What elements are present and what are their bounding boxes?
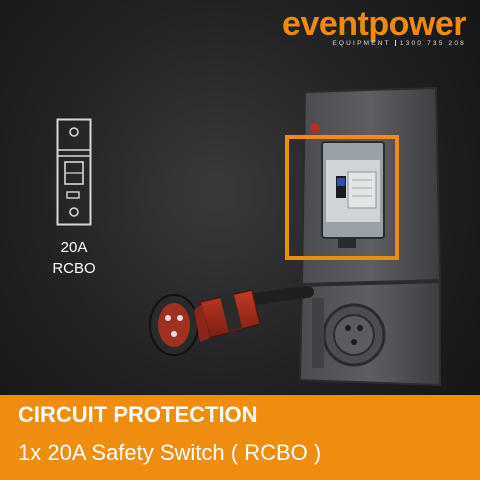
rcbo-breaker-icon [56,118,92,226]
brand-tagline-row: EQUIPMENT 1300 735 208 [332,40,466,47]
switch-enclosure [300,86,442,286]
breaker-type: RCBO [52,260,96,277]
banner-title: CIRCUIT PROTECTION [18,402,258,427]
brand-logo: eventpower EQUIPMENT 1300 735 208 [282,6,466,47]
highlight-frame [285,135,399,260]
banner-subtitle: 1x 20A Safety Switch ( RCBO ) [18,440,322,465]
brand-name: eventpower [282,5,466,43]
breaker-rating: 20A [60,239,88,256]
power-plug [149,286,314,356]
brand-tagline: EQUIPMENT [332,40,391,47]
tagline-divider [394,40,396,47]
brand-phone: 1300 735 208 [399,40,466,47]
product-image [149,86,442,387]
title-banner [0,395,480,480]
socket-enclosure [298,280,441,387]
